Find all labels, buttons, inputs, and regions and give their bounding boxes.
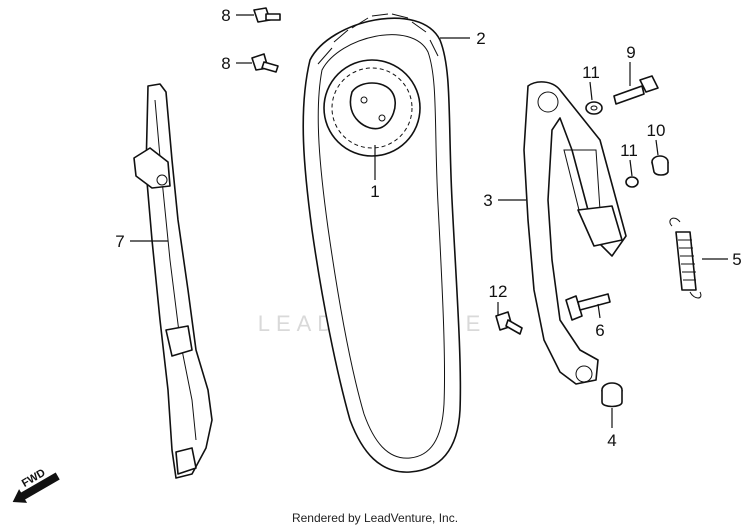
- callout-5: 5: [732, 250, 741, 269]
- part-cam-sprocket[interactable]: [323, 59, 421, 157]
- part-bolt-8-lower[interactable]: [251, 53, 279, 73]
- arrow-left-icon: [12, 472, 60, 503]
- part-cap[interactable]: [651, 155, 669, 176]
- callout-10: 10: [647, 121, 666, 140]
- callout-12: 12: [489, 282, 508, 301]
- callout-8-upper: 8: [221, 6, 230, 25]
- part-pivot-bolt[interactable]: [565, 293, 611, 321]
- callout-2: 2: [476, 29, 485, 48]
- part-nut-lower[interactable]: [625, 176, 639, 188]
- part-collar[interactable]: [601, 382, 623, 408]
- callout-6: 6: [595, 321, 604, 340]
- part-tensioner-arm[interactable]: [523, 81, 627, 385]
- callout-7: 7: [115, 232, 124, 251]
- callout-3: 3: [483, 191, 492, 210]
- fwd-direction-badge: FWD: [12, 467, 60, 503]
- callout-1: 1: [370, 182, 379, 201]
- callout-8-lower: 8: [221, 54, 230, 73]
- callout-11-upper: 11: [582, 63, 600, 82]
- part-bolt-12[interactable]: [495, 311, 523, 335]
- callout-4: 4: [607, 431, 616, 450]
- part-bolt-9[interactable]: [613, 75, 659, 105]
- callout-11-lower: 11: [620, 141, 638, 160]
- callout-9: 9: [626, 43, 635, 62]
- part-bolt-8-upper[interactable]: [253, 7, 281, 23]
- footer-credit: Rendered by LeadVenture, Inc.: [292, 511, 458, 525]
- leader-lines: [130, 14, 728, 428]
- part-tensioner-spring[interactable]: [669, 217, 702, 299]
- callouts: 8 8 2 9 11 10 11 3 1 7 5 12 6 4: [115, 6, 741, 450]
- part-chain-guide[interactable]: [133, 83, 213, 479]
- part-nut-upper[interactable]: [585, 101, 603, 115]
